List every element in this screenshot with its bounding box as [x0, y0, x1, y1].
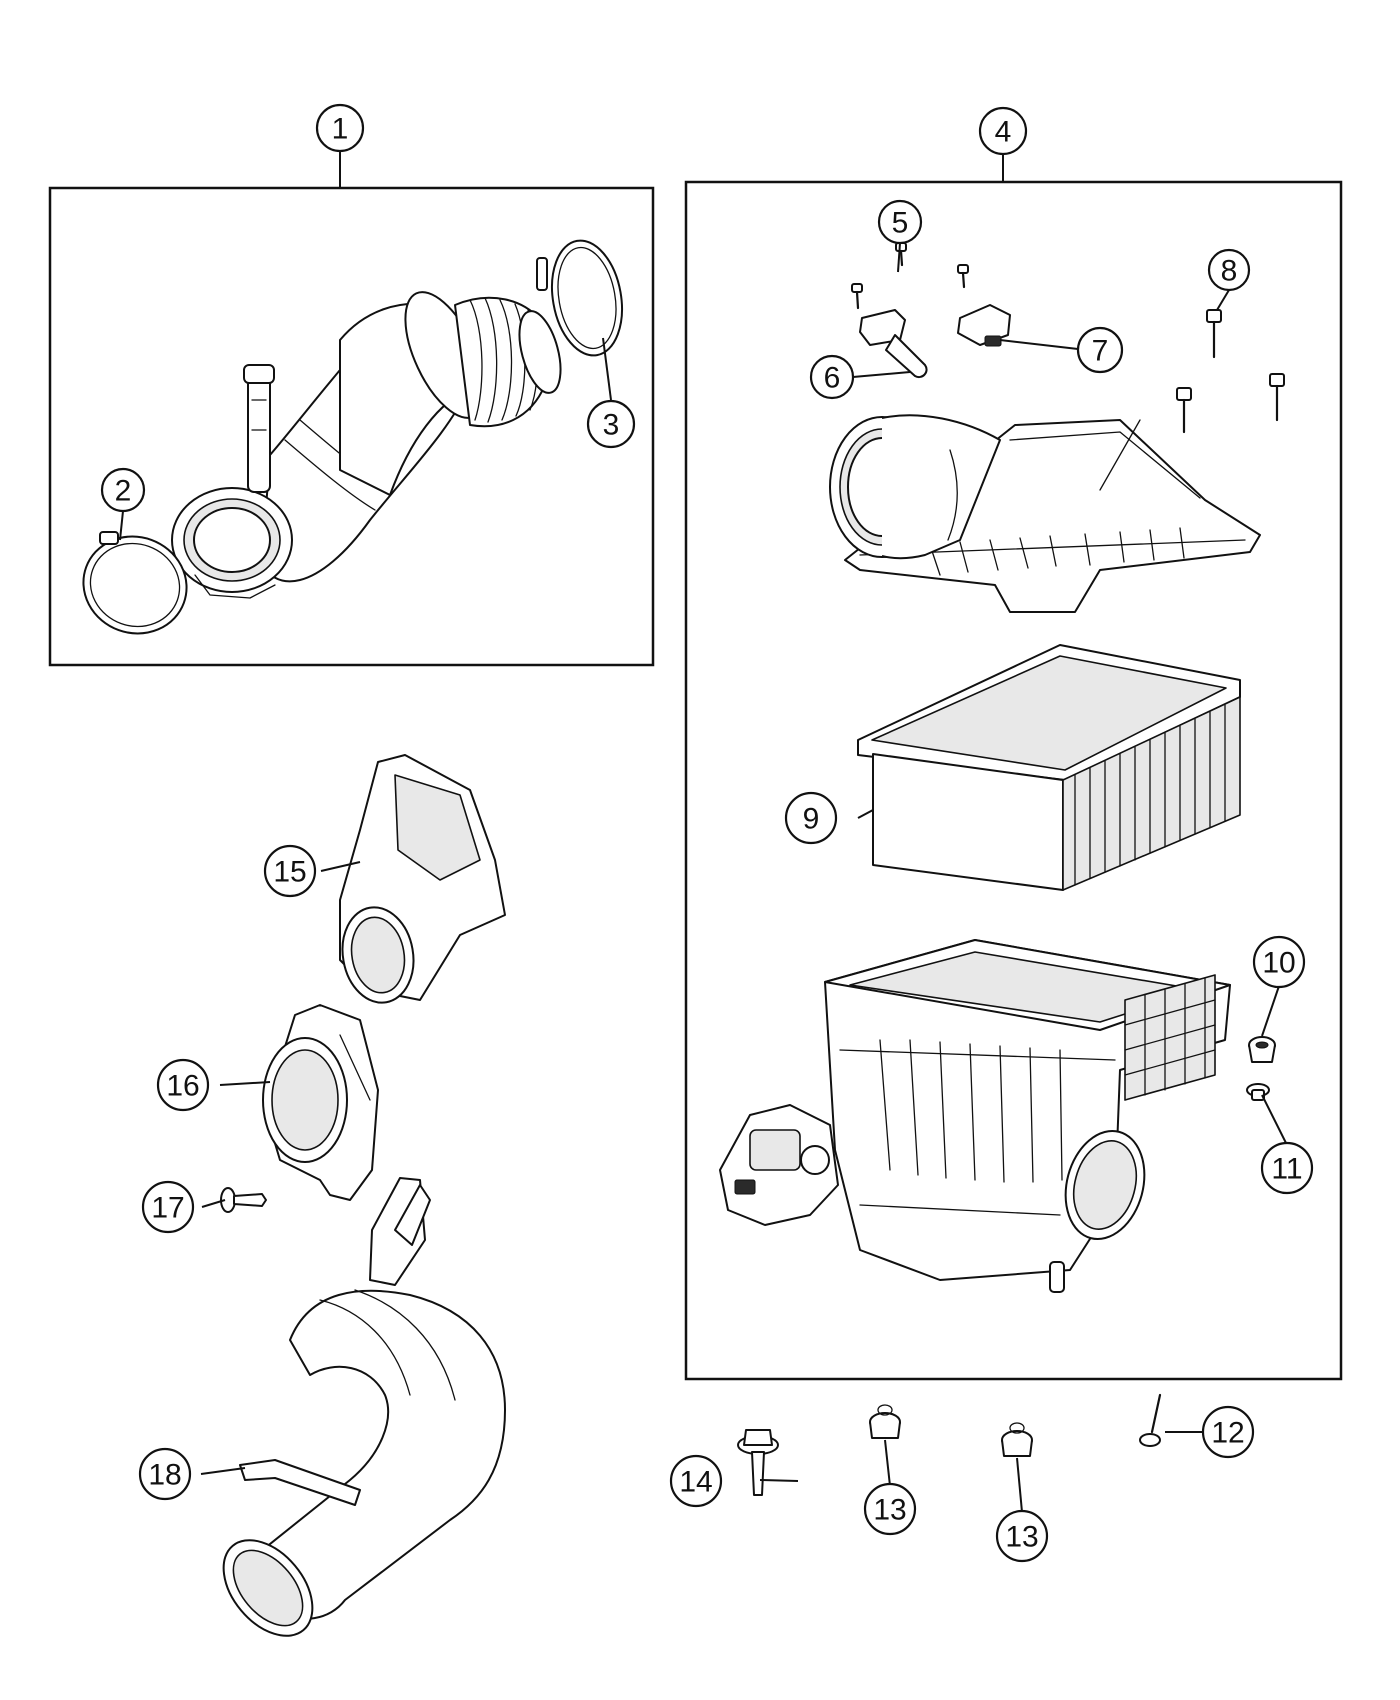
callout-5: 5 — [877, 199, 923, 245]
callout-label: 16 — [166, 1070, 199, 1103]
callout-label: 7 — [1092, 335, 1109, 368]
hose-clamp-2 — [82, 531, 188, 635]
screw-5a — [851, 283, 863, 310]
nut-13b — [1001, 1422, 1033, 1457]
callout-label: 10 — [1262, 947, 1295, 980]
callout-label: 15 — [273, 856, 306, 889]
air-cleaner-cover — [829, 414, 1261, 613]
callout-label: 4 — [995, 116, 1012, 149]
callout-17: 17 — [141, 1180, 195, 1234]
callout-7: 7 — [1076, 326, 1124, 374]
callout-label: 18 — [148, 1459, 181, 1492]
callout-4: 4 — [978, 106, 1028, 156]
callout-15: 15 — [263, 844, 317, 898]
callout-8: 8 — [1207, 248, 1251, 292]
callout-2: 2 — [100, 467, 146, 513]
sensor-7 — [957, 304, 1011, 347]
screw-5c — [957, 264, 969, 289]
bolt-8b — [1269, 373, 1285, 422]
filter-pleats — [1074, 704, 1226, 886]
callout-label: 17 — [151, 1192, 184, 1225]
sensor-6 — [859, 309, 928, 378]
callout-label: 13 — [873, 1494, 906, 1527]
callout-label: 8 — [1221, 255, 1238, 288]
callout-label: 5 — [892, 207, 909, 240]
callout-label: 14 — [679, 1466, 712, 1499]
bellows-section — [454, 296, 562, 428]
callout-label: 12 — [1211, 1417, 1244, 1450]
callout-13b: 13 — [995, 1509, 1049, 1563]
bolt-8a — [1206, 309, 1222, 359]
grommet-10 — [1248, 1036, 1276, 1063]
callout-1: 1 — [315, 103, 365, 153]
callout-label: 9 — [803, 803, 820, 836]
callout-11: 11 — [1260, 1141, 1314, 1195]
group-4-frame — [684, 180, 1343, 1381]
screw-12 — [1139, 1393, 1162, 1447]
callout-16: 16 — [156, 1058, 210, 1112]
callout-9: 9 — [784, 791, 838, 845]
callout-label: 11 — [1271, 1153, 1302, 1186]
bolt-8c — [1176, 387, 1192, 434]
actuator-motor — [719, 1104, 839, 1226]
callout-3: 3 — [586, 399, 636, 449]
air-filter-element — [857, 644, 1241, 891]
callout-label: 3 — [603, 409, 620, 442]
callout-12: 12 — [1201, 1405, 1255, 1459]
callout-10: 10 — [1252, 935, 1306, 989]
callout-label: 13 — [1005, 1521, 1038, 1554]
inlet-hose-18 — [222, 1177, 506, 1637]
air-cleaner-base — [824, 939, 1231, 1293]
group-1-frame — [48, 186, 655, 667]
callout-label: 2 — [115, 475, 132, 508]
screw-5b — [895, 242, 907, 267]
hose-clamp-3 — [536, 239, 623, 357]
nut-13a — [869, 1404, 901, 1439]
callout-18: 18 — [138, 1447, 192, 1501]
leader-lines — [119, 152, 1288, 1513]
insulator-11 — [1246, 1083, 1270, 1101]
callout-13a: 13 — [863, 1482, 917, 1536]
callout-label: 6 — [824, 362, 841, 395]
air-inlet-duct-assembly — [171, 291, 562, 599]
stud-14 — [737, 1429, 779, 1496]
inlet-duct-16 — [262, 1004, 379, 1201]
inlet-duct-15 — [339, 754, 506, 1004]
push-pin-17 — [220, 1187, 267, 1213]
callout-label: 1 — [332, 113, 349, 146]
callout-14: 14 — [669, 1454, 723, 1508]
callout-6: 6 — [809, 354, 855, 400]
